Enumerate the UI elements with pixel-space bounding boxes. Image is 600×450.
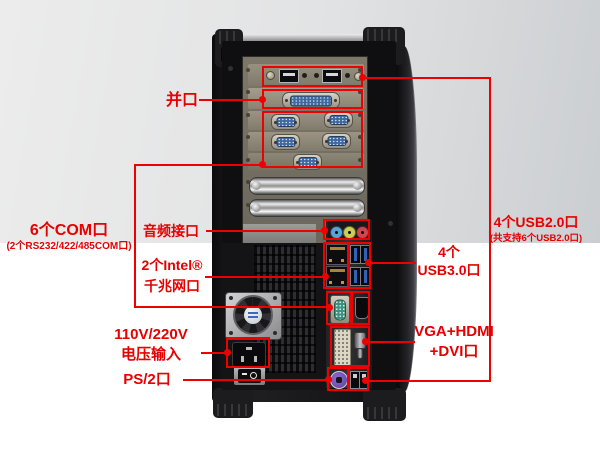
ethernet-port-1	[326, 244, 349, 265]
annotation-dot-com-bottom	[326, 304, 333, 311]
annotation-dot-usb2-bottom	[362, 377, 369, 384]
label-usb3: 4个 USB3.0口	[417, 244, 481, 279]
annotation-line-ethernet	[205, 276, 324, 278]
annotation-line-ps2	[183, 379, 328, 381]
annotation-dot-power	[224, 349, 231, 356]
label-video-line2: +DVI口	[429, 343, 479, 360]
psu-fan-hub-sticker	[244, 306, 262, 324]
com-port-db9-6	[330, 295, 350, 324]
label-parallel-port: 并口	[140, 91, 198, 110]
foot-right	[363, 388, 406, 421]
highlight-com	[262, 111, 363, 168]
label-usb2-line2: (共支持6个USB2.0口)	[489, 232, 583, 244]
label-usb3-line2: USB3.0口	[417, 261, 481, 278]
bracket-hole	[302, 73, 307, 78]
com-port-db9-3	[271, 134, 300, 150]
chassis-screw	[388, 221, 393, 226]
annotation-line-com-bottom	[134, 306, 329, 308]
annotation-line-usb2-top	[363, 77, 491, 79]
fan-screw	[273, 296, 277, 300]
label-com-line1: 6个COM口	[29, 222, 109, 239]
annotation-dot-usb3	[365, 259, 372, 266]
highlight-usb2-top	[262, 66, 363, 87]
label-video-line1: VGA+HDMI	[414, 323, 494, 340]
blank-slot-cover-1	[249, 177, 365, 195]
label-audio-text: 音频接口	[143, 223, 199, 239]
label-power-input: 110V/220V 电压输入	[98, 326, 204, 364]
annotation-line-com-top	[134, 164, 263, 166]
chassis-screw	[228, 66, 233, 71]
annotation-line-usb2-vertical	[489, 77, 491, 382]
label-parallel-text: 并口	[165, 92, 198, 109]
bracket-screw-icon	[266, 71, 275, 80]
label-ethernet-line1: 2个Intel®	[141, 257, 203, 273]
usb2-port-top-2	[322, 69, 342, 83]
highlight-parallel	[262, 89, 363, 109]
highlight-ethernet	[323, 242, 349, 289]
blank-slot-cover-2	[249, 199, 365, 217]
label-ps2: PS/2口	[112, 371, 182, 389]
highlight-dvi	[330, 326, 370, 367]
bracket-hole	[345, 73, 350, 78]
bracket-hole	[314, 73, 319, 78]
label-ps2-text: PS/2口	[123, 371, 171, 388]
foot-left	[213, 388, 253, 418]
power-inlet-c14	[232, 342, 266, 367]
label-power-line2: 电压输入	[120, 346, 181, 363]
label-com-line2: (2个RS232/422/485COM口)	[6, 241, 132, 253]
label-power-line1: 110V/220V	[114, 326, 188, 343]
thumbscrew-stem	[357, 348, 363, 359]
annotation-dot-com-top	[259, 161, 266, 168]
cage-bottom-plate	[243, 224, 316, 243]
usb2-port-top-1	[279, 69, 299, 83]
chassis-top-edge	[216, 34, 400, 41]
label-video-ports: VGA+HDMI +DVI口	[413, 323, 495, 361]
annotation-line-usb2-bottom	[366, 380, 491, 382]
annotation-dot-audio	[321, 227, 328, 234]
label-usb3-line1: 4个	[438, 244, 460, 260]
annotation-line-video	[365, 341, 415, 343]
annotation-line-power	[201, 352, 228, 354]
com-port-db9-4	[322, 133, 351, 149]
fan-screw	[229, 331, 233, 335]
annotation-dot-ethernet	[322, 273, 329, 280]
highlight-hdmi	[351, 291, 370, 325]
label-usb2: 4个USB2.0口 (共支持6个USB2.0口)	[482, 214, 590, 244]
parallel-port-db25	[282, 92, 340, 109]
dvi-port	[334, 329, 351, 366]
annotation-line-com-vertical	[134, 164, 136, 308]
label-com-ports: 6个COM口 (2个RS232/422/485COM口)	[4, 221, 134, 253]
highlight-power-inlet	[226, 337, 270, 368]
label-ethernet: 2个Intel® 千兆网口	[136, 257, 208, 295]
label-usb2-line1: 4个USB2.0口	[493, 214, 579, 230]
annotation-dot-parallel	[259, 96, 266, 103]
side-panel-edge	[397, 46, 417, 392]
annotation-dot-ps2	[325, 376, 332, 383]
annotation-line-usb3	[368, 262, 416, 264]
annotation-dot-usb2-top	[359, 74, 366, 81]
annotation-dot-video	[362, 338, 369, 345]
panel-screws	[246, 68, 250, 72]
com-port-db9-1	[271, 114, 300, 130]
label-ethernet-line2: 千兆网口	[144, 277, 200, 294]
highlight-audio	[323, 219, 370, 240]
fan-screw	[273, 331, 277, 335]
fan-screw	[229, 296, 233, 300]
label-audio: 音频接口	[136, 223, 206, 240]
annotation-line-parallel	[199, 99, 263, 101]
vent-grille	[254, 245, 316, 373]
annotation-line-audio	[206, 230, 324, 232]
